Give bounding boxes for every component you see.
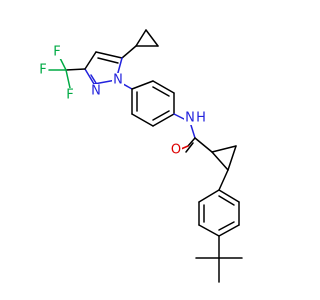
bond	[135, 29, 147, 47]
bond	[152, 110, 170, 121]
bond	[218, 195, 235, 206]
bond	[227, 145, 237, 171]
atom-o: O	[170, 143, 182, 158]
atom-label-layer: F F F N N N H O	[38, 45, 206, 158]
atom-label-n-ring-2: N	[113, 73, 123, 88]
atom-label-f2: F	[53, 45, 60, 60]
atom-label-o: O	[171, 143, 181, 158]
bond	[59, 57, 67, 71]
molecule-structure: F F F N N N H O	[38, 29, 243, 283]
bond	[194, 137, 213, 153]
bond	[185, 142, 194, 153]
bond	[218, 189, 240, 203]
atom-label-n-ring-1: N	[91, 84, 101, 99]
atom-label-f3: F	[66, 88, 73, 103]
bond	[218, 224, 240, 237]
bond	[152, 80, 175, 94]
bond	[152, 113, 175, 127]
bond	[187, 137, 196, 147]
atom-nh: N H	[184, 111, 206, 126]
bond	[218, 221, 235, 231]
bond	[131, 80, 154, 90]
atom-f3: F	[65, 88, 75, 103]
atom-n-ring-1: N	[90, 84, 102, 99]
bond	[131, 113, 154, 127]
bond	[95, 51, 123, 59]
bond	[211, 145, 237, 153]
bond	[218, 169, 229, 191]
bond	[121, 45, 137, 59]
bond	[65, 68, 86, 71]
bond	[145, 29, 159, 47]
bond	[198, 224, 220, 237]
bond	[97, 57, 119, 64]
bond	[180, 145, 189, 150]
atom-n-ring-2: N	[112, 73, 124, 88]
bond	[84, 68, 95, 85]
atom-label-h: H	[196, 111, 206, 126]
bond	[90, 74, 97, 84]
atom-label-f1: F	[39, 63, 46, 78]
bond	[65, 69, 71, 89]
bond	[152, 86, 170, 97]
atom-f1: F	[38, 62, 48, 78]
atom-f2: F	[52, 45, 62, 60]
atom-label-nh: N	[185, 111, 195, 126]
bond-layer	[48, 29, 243, 283]
bond	[84, 51, 97, 70]
bond	[198, 189, 220, 203]
bond	[211, 151, 229, 171]
